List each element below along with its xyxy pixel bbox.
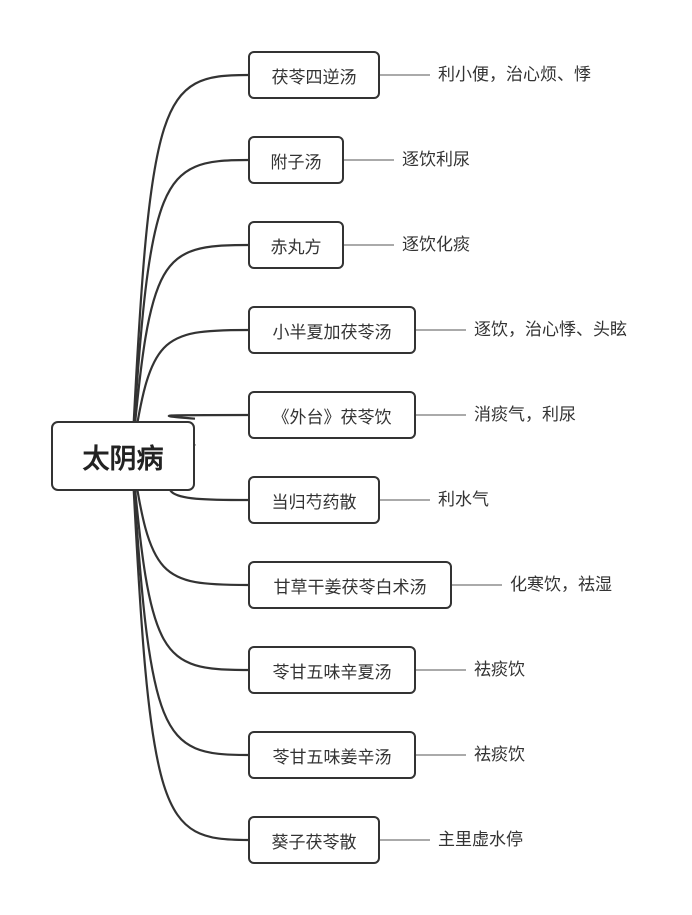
root-node[interactable]: 太阴病 [51, 421, 195, 491]
branch-node-2[interactable]: 附子汤 [248, 136, 344, 184]
leaf-note-2: 逐饮利尿 [402, 150, 470, 170]
leaf-note-5: 消痰气，利尿 [474, 405, 576, 425]
root-label: 太阴病 [82, 443, 164, 475]
branch-connector [130, 158, 249, 457]
branch-label: 小半夏加茯苓汤 [272, 322, 392, 343]
leaf-note-4: 逐饮，治心悸、头眩 [474, 320, 627, 340]
branch-node-3[interactable]: 赤丸方 [248, 221, 344, 269]
branch-node-6[interactable]: 当归芍药散 [248, 476, 380, 524]
branch-label: 甘草干姜茯苓白术汤 [273, 577, 427, 598]
branch-node-5[interactable]: 《外台》茯苓饮 [248, 391, 416, 439]
branch-label: 《外台》茯苓饮 [272, 407, 392, 428]
branch-label: 茯苓四逆汤 [271, 67, 357, 88]
leaf-note-6: 利水气 [438, 490, 489, 510]
branch-label: 附子汤 [270, 152, 322, 173]
leaf-note-8: 祛痰饮 [474, 660, 525, 680]
branch-label: 当归芍药散 [271, 492, 357, 513]
leaf-note-9: 祛痰饮 [474, 745, 525, 765]
branch-connector [130, 73, 249, 457]
branch-connector [130, 455, 249, 587]
branch-node-9[interactable]: 苓甘五味姜辛汤 [248, 731, 416, 779]
branch-connector [130, 328, 249, 457]
branch-node-7[interactable]: 甘草干姜茯苓白术汤 [248, 561, 452, 609]
branch-node-4[interactable]: 小半夏加茯苓汤 [248, 306, 416, 354]
branch-node-8[interactable]: 苓甘五味辛夏汤 [248, 646, 416, 694]
branch-connector [167, 413, 249, 420]
leaf-note-7: 化寒饮，祛湿 [510, 575, 612, 595]
branch-label: 赤丸方 [270, 237, 322, 258]
branch-label: 葵子茯苓散 [271, 832, 357, 853]
branch-connector [130, 455, 249, 672]
branch-node-1[interactable]: 茯苓四逆汤 [248, 51, 380, 99]
branch-label: 苓甘五味辛夏汤 [272, 662, 392, 683]
branch-node-10[interactable]: 葵子茯苓散 [248, 816, 380, 864]
branch-connector [130, 455, 249, 842]
leaf-note-3: 逐饮化痰 [402, 235, 470, 255]
leaf-note-10: 主里虚水停 [438, 830, 523, 850]
branch-label: 苓甘五味姜辛汤 [272, 747, 392, 768]
leaf-note-1: 利小便，治心烦、悸 [438, 65, 591, 85]
branch-connector [130, 455, 249, 757]
branch-connector [130, 243, 249, 457]
